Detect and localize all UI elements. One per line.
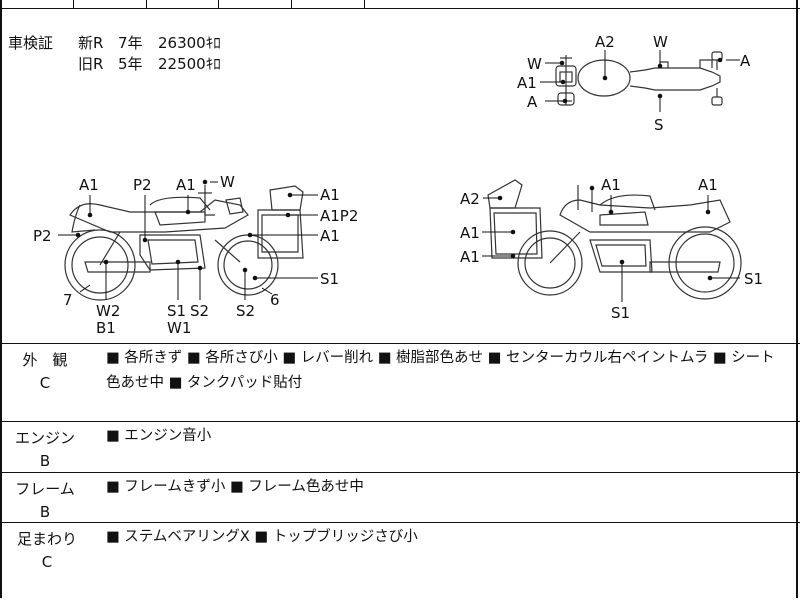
motorcycle-damage-diagram: A2 W W A1 A A S A1 P2 A1 W P2 A1 A1P2 A1… (33, 33, 763, 337)
label-w-top-left: W (527, 55, 542, 73)
old-mileage: 22500ｷﾛ (158, 55, 221, 73)
label-w2: W2 (96, 302, 120, 320)
section-frame: フレーム B (15, 478, 75, 521)
header-divider (291, 0, 292, 9)
label-a1-box-top: A1 (320, 186, 340, 204)
section-engine: エンジン B (15, 427, 75, 470)
label-a1-box-mid: A1 (460, 224, 480, 242)
header-divider (364, 0, 365, 9)
label-a1-top: A1 (517, 74, 537, 92)
label-a-top-right: A (740, 52, 751, 70)
new-type: 新R (78, 34, 104, 52)
section-suspension: 足まわり C (15, 528, 79, 571)
section-divider (0, 343, 800, 344)
section-frame-name: フレーム (15, 480, 75, 498)
label-p2-tank: P2 (133, 176, 152, 194)
section-engine-items: ■ エンジン音小 (106, 424, 796, 449)
label-a1-box-bottom: A1 (320, 227, 340, 245)
header-divider (218, 0, 219, 9)
new-mileage: 26300ｷﾛ (158, 34, 221, 52)
section-exterior-grade: C (39, 374, 51, 392)
section-frame-grade: B (39, 503, 51, 521)
label-a2-box: A2 (460, 190, 480, 208)
label-b1: B1 (96, 319, 116, 337)
top-header-strip (0, 0, 800, 9)
exterior-item-line: 色あせ中 ■ タンクパッド貼付 (106, 375, 303, 391)
section-engine-name: エンジン (15, 429, 76, 447)
old-type: 旧R (78, 55, 104, 73)
section-exterior-name: 外 観 (22, 351, 68, 369)
label-s2-front: S2 (236, 302, 255, 320)
label-w1: W1 (167, 319, 191, 337)
section-divider (0, 472, 800, 473)
label-a1-front-fender: A1 (79, 176, 99, 194)
top-view-bike (555, 51, 723, 106)
label-a2-top: A2 (595, 33, 615, 51)
label-s1-front-left: S1 (320, 270, 339, 288)
left-side-bike (64, 185, 304, 301)
section-divider (0, 421, 800, 422)
section-suspension-grade: C (41, 553, 53, 571)
label-s1-engine-right: S1 (611, 304, 630, 322)
section-suspension-items: ■ ステムベアリングX ■ トップブリッジさび小 (106, 525, 796, 550)
header-divider (73, 0, 74, 9)
certificate-label: 車検証 (8, 34, 54, 52)
section-exterior: 外 観 C (15, 349, 75, 392)
new-years: 7年 (118, 34, 143, 52)
section-exterior-items: ■ 各所きず ■ 各所さび小 ■ レバー削れ ■ 樹脂部色あせ ■ センターカウ… (106, 346, 796, 396)
label-7: 7 (63, 291, 73, 309)
label-w-mirror: W (220, 173, 235, 191)
label-a1-seat-right: A1 (698, 176, 718, 194)
label-s2-engine-left: S2 (190, 302, 209, 320)
section-suspension-name: 足まわり (16, 530, 77, 548)
section-frame-items: ■ フレームきず小 ■ フレーム色あせ中 (106, 475, 796, 500)
header-divider (146, 0, 147, 9)
frame-item-line: ■ フレームきず小 ■ フレーム色あせ中 (106, 479, 364, 495)
suspension-item-line: ■ ステムベアリングX ■ トップブリッジさび小 (106, 529, 418, 545)
exterior-item-line: ■ 各所きず ■ 各所さび小 ■ レバー削れ ■ 樹脂部色あせ ■ センターカウ… (106, 350, 775, 366)
label-a-top-left: A (527, 93, 538, 111)
inspection-certificate: 車検証 新R 7年 26300ｷﾛ 旧R 5年 22500ｷﾛ (8, 32, 221, 208)
label-a1-tank-right: A1 (601, 176, 621, 194)
label-6: 6 (270, 291, 280, 309)
old-years: 5年 (118, 55, 143, 73)
label-s1-front-right: S1 (744, 270, 763, 288)
label-a1-box-low: A1 (460, 248, 480, 266)
label-s-top: S (654, 116, 664, 134)
label-s1-engine-left: S1 (167, 302, 186, 320)
section-engine-grade: B (39, 452, 51, 470)
engine-item-line: ■ エンジン音小 (106, 428, 212, 444)
label-a1p2-box: A1P2 (320, 207, 358, 225)
section-divider (0, 522, 800, 523)
label-p2-tail: P2 (33, 227, 52, 245)
label-w-top-right: W (653, 33, 668, 51)
label-a1-tank: A1 (176, 176, 196, 194)
right-side-bike (487, 179, 742, 300)
